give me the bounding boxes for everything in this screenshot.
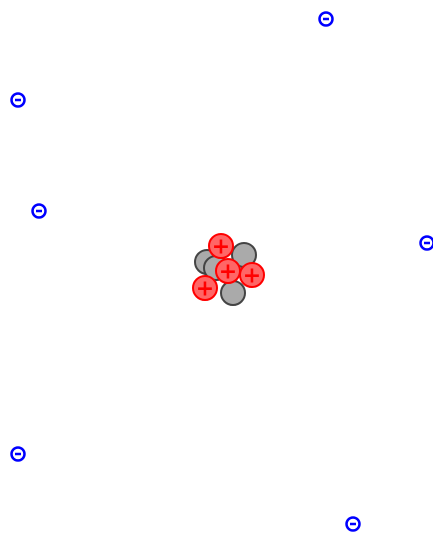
proton[interactable]: + bbox=[193, 276, 217, 302]
proton-symbol: + bbox=[243, 264, 261, 289]
proton[interactable]: + bbox=[240, 263, 264, 289]
neutron-circle-icon bbox=[221, 281, 245, 305]
neutron[interactable] bbox=[221, 281, 245, 305]
proton-symbol: + bbox=[212, 235, 230, 260]
proton[interactable]: + bbox=[216, 259, 240, 285]
proton[interactable]: + bbox=[209, 234, 233, 260]
proton-symbol: + bbox=[196, 277, 214, 302]
proton-symbol: + bbox=[219, 260, 237, 285]
